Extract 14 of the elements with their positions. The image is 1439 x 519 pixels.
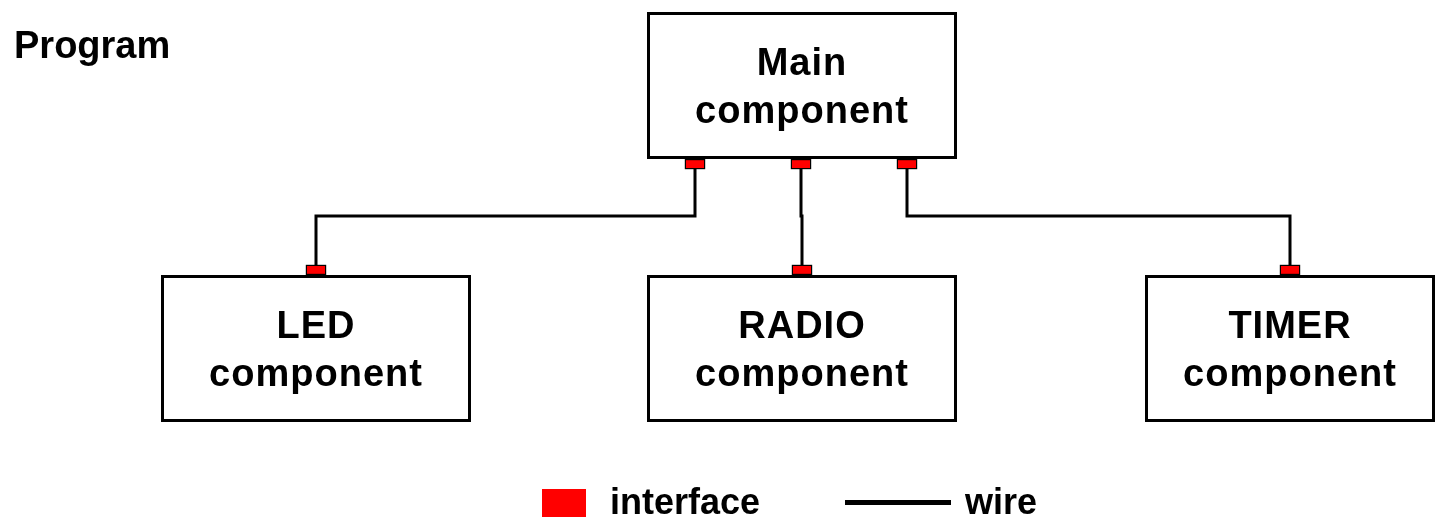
wire — [896, 159, 1301, 275]
legend-label: wire — [965, 481, 1038, 519]
wire — [305, 159, 706, 275]
component-box — [1145, 275, 1435, 422]
component-label: RADIO component — [694, 302, 910, 396]
diagram-title: Program — [14, 24, 171, 67]
component-box — [161, 275, 471, 422]
legend-label: interface — [610, 481, 761, 519]
component-box — [647, 12, 957, 159]
wire — [790, 159, 813, 275]
component-label: LED component — [208, 302, 424, 396]
component-label: Main component — [694, 39, 910, 133]
component-label: TIMER component — [1182, 302, 1398, 396]
component-box — [647, 275, 957, 422]
